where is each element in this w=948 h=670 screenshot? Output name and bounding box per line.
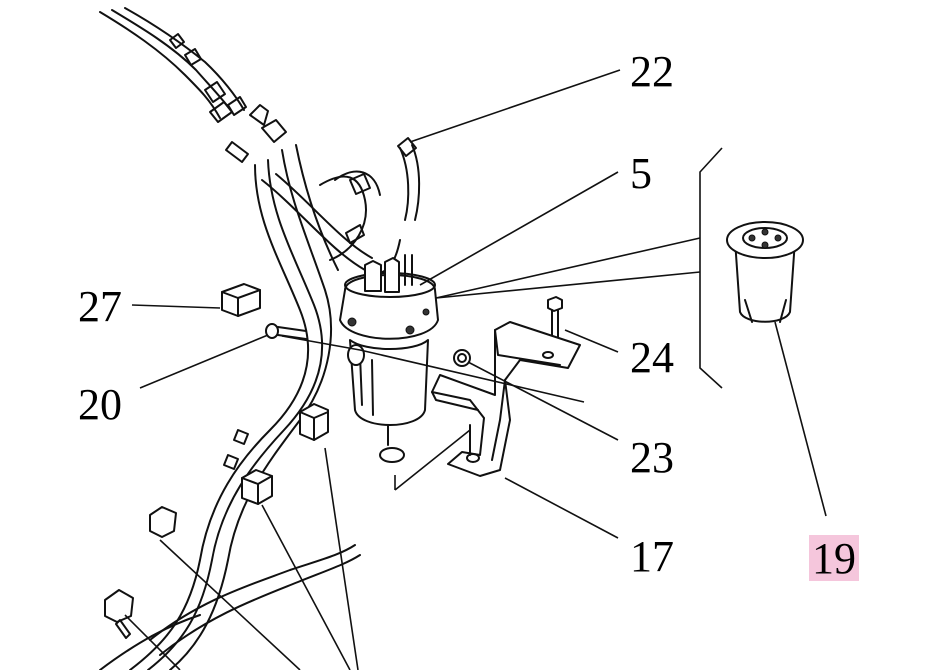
leader-24 — [564, 329, 619, 353]
leader-20 — [139, 334, 269, 389]
callout-24: 24 — [630, 333, 674, 382]
callout-27: 27 — [78, 282, 122, 331]
part-19-filter-insert — [726, 221, 804, 323]
part-5-filter-housing — [339, 254, 439, 463]
leader-20b — [281, 335, 585, 403]
part-23-washer — [453, 349, 471, 367]
part-27-clip — [221, 283, 261, 317]
callout-5: 5 — [630, 149, 652, 198]
leader-lines — [124, 69, 827, 670]
callout-17: 17 — [630, 532, 674, 581]
part-17-bracket — [431, 321, 581, 477]
leader-19 — [774, 321, 827, 517]
group-bracket — [394, 147, 723, 491]
fuel-lines — [99, 137, 421, 670]
leader-27 — [131, 304, 221, 309]
leader-23 — [467, 361, 619, 441]
callout-23: 23 — [630, 433, 674, 482]
part-20-bolt — [265, 323, 307, 340]
leader-clip-a — [324, 447, 359, 670]
leader-clip-d — [124, 614, 181, 670]
leader-5 — [419, 171, 619, 286]
callout-20: 20 — [78, 380, 122, 429]
lower-clips — [104, 403, 329, 639]
leader-clip-b — [261, 504, 351, 670]
leader-clip-c — [159, 539, 301, 670]
callout-19: 19 — [809, 535, 859, 581]
wiring-harness — [99, 7, 287, 163]
leader-22 — [409, 69, 621, 143]
callout-22: 22 — [630, 47, 674, 96]
leader-17 — [504, 477, 619, 539]
